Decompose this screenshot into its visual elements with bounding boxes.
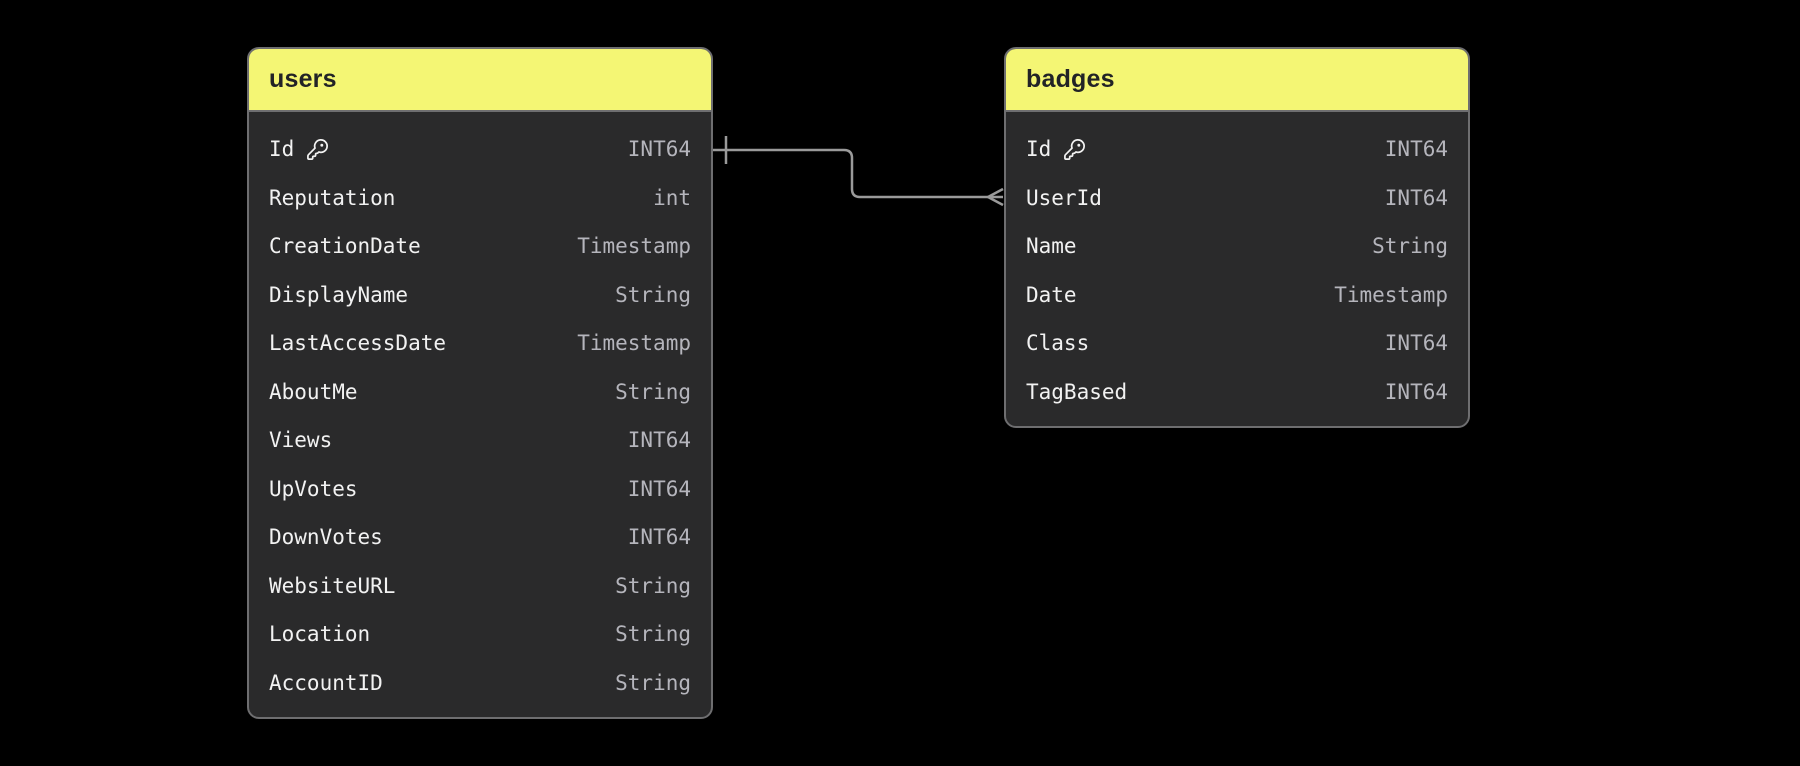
field-type: INT64 xyxy=(627,476,691,501)
field-name: AboutMe xyxy=(269,380,358,404)
table-title: users xyxy=(269,65,337,93)
field-type: INT64 xyxy=(1384,379,1448,404)
relationship-line xyxy=(713,148,1003,199)
table-row: UserId INT64 xyxy=(1006,174,1468,223)
table-row: Class INT64 xyxy=(1006,319,1468,368)
table-header-badges[interactable]: badges xyxy=(1006,49,1468,112)
field-name-label: Reputation xyxy=(269,185,396,210)
table-row: Name String xyxy=(1006,222,1468,271)
field-name-label: CreationDate xyxy=(269,234,421,259)
field-name-label: DisplayName xyxy=(269,282,409,307)
field-name: Class xyxy=(1026,331,1089,355)
field-type: INT64 xyxy=(627,525,691,550)
field-type: String xyxy=(615,573,691,598)
field-type: INT64 xyxy=(627,137,691,162)
field-name-label: Class xyxy=(1026,331,1090,356)
table-row: Id INT64 xyxy=(1006,125,1468,174)
table-row: AccountID String xyxy=(249,659,711,708)
field-name: Date xyxy=(1026,283,1077,307)
field-name: UserId xyxy=(1026,186,1102,210)
table-card-users[interactable]: users Id INT64 Reputation int CreationDa… xyxy=(247,47,713,719)
field-list: Id INT64 Reputation int CreationDate Tim… xyxy=(249,112,711,717)
field-name: WebsiteURL xyxy=(269,574,395,598)
field-name-label: Id xyxy=(269,137,295,162)
field-name: Reputation xyxy=(269,186,395,210)
table-row: DownVotes INT64 xyxy=(249,513,711,562)
field-name-label: Name xyxy=(1026,234,1077,259)
table-row: LastAccessDate Timestamp xyxy=(249,319,711,368)
table-row: Views INT64 xyxy=(249,416,711,465)
field-name: CreationDate xyxy=(269,234,421,258)
field-type: Timestamp xyxy=(577,234,691,259)
table-row: AboutMe String xyxy=(249,368,711,417)
field-type: String xyxy=(1372,234,1448,259)
field-name-label: Id xyxy=(1026,137,1052,162)
field-type: Timestamp xyxy=(577,331,691,356)
table-row: CreationDate Timestamp xyxy=(249,222,711,271)
field-name: DownVotes xyxy=(269,525,383,549)
field-name-label: LastAccessDate xyxy=(269,331,447,356)
field-name-label: AboutMe xyxy=(269,379,358,404)
field-type: String xyxy=(615,379,691,404)
field-name: TagBased xyxy=(1026,380,1127,404)
table-row: Date Timestamp xyxy=(1006,271,1468,320)
table-row: Id INT64 xyxy=(249,125,711,174)
field-name: UpVotes xyxy=(269,477,358,501)
primary-key-icon xyxy=(1063,138,1086,161)
cardinality-many-crow-foot xyxy=(985,187,1004,207)
field-type: String xyxy=(615,282,691,307)
table-row: DisplayName String xyxy=(249,271,711,320)
field-name-label: TagBased xyxy=(1026,379,1128,404)
field-name-label: AccountID xyxy=(269,670,383,695)
table-row: Location String xyxy=(249,610,711,659)
field-name-label: Location xyxy=(269,622,371,647)
field-type: INT64 xyxy=(1384,185,1448,210)
table-header-users[interactable]: users xyxy=(249,49,711,112)
field-name-label: Views xyxy=(269,428,333,453)
table-row: WebsiteURL String xyxy=(249,562,711,611)
field-name: LastAccessDate xyxy=(269,331,446,355)
table-card-badges[interactable]: badges Id INT64 UserId INT64 Name String xyxy=(1004,47,1470,428)
table-row: UpVotes INT64 xyxy=(249,465,711,514)
field-name: Views xyxy=(269,428,332,452)
field-name-label: DownVotes xyxy=(269,525,383,550)
field-type: INT64 xyxy=(1384,331,1448,356)
field-name-label: UserId xyxy=(1026,185,1102,210)
field-type: Timestamp xyxy=(1334,282,1448,307)
field-name-label: Date xyxy=(1026,282,1077,307)
field-name: AccountID xyxy=(269,671,383,695)
field-list: Id INT64 UserId INT64 Name String Date xyxy=(1006,112,1468,426)
field-name-label: WebsiteURL xyxy=(269,573,396,598)
table-row: TagBased INT64 xyxy=(1006,368,1468,417)
field-type: String xyxy=(615,622,691,647)
field-type: INT64 xyxy=(627,428,691,453)
field-name: DisplayName xyxy=(269,283,408,307)
field-name-label: UpVotes xyxy=(269,476,358,501)
field-name: Id xyxy=(1026,137,1086,161)
field-type: String xyxy=(615,670,691,695)
table-row: Reputation int xyxy=(249,174,711,223)
field-name: Location xyxy=(269,622,370,646)
table-title: badges xyxy=(1026,65,1115,93)
field-name: Id xyxy=(269,137,329,161)
primary-key-icon xyxy=(306,138,329,161)
field-type: int xyxy=(653,185,691,210)
field-name: Name xyxy=(1026,234,1077,258)
field-type: INT64 xyxy=(1384,137,1448,162)
